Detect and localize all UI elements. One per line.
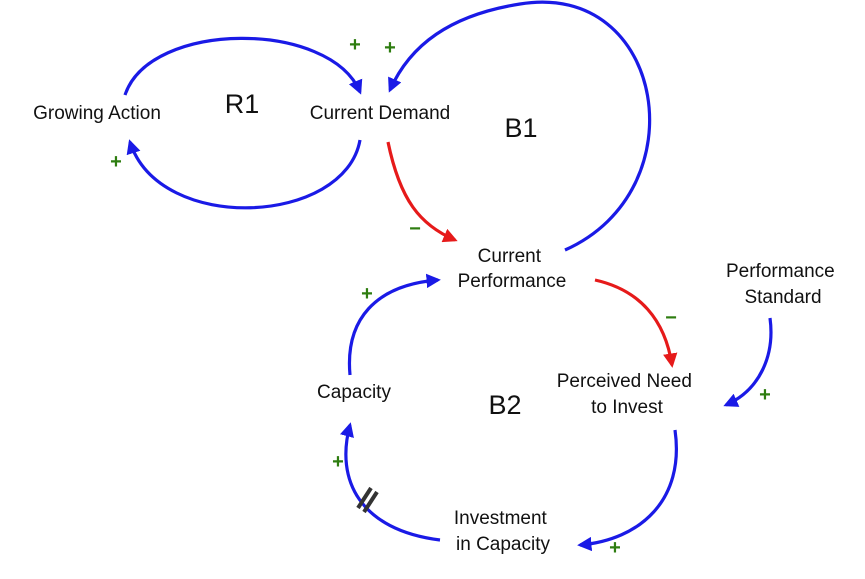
link-current-demand-to-current-performance [386, 141, 458, 243]
loop-label-b1: B1 [504, 113, 537, 143]
link-current-performance-to-perceived-need [594, 278, 678, 368]
polarity-b2-red: − [665, 307, 677, 329]
variable-current-demand: Current Demand [310, 103, 450, 124]
variable-performance-standard: Performance Standard [726, 261, 840, 308]
link-capacity-to-current-performance [347, 273, 441, 376]
polarity-standard-to-need: + [759, 384, 771, 406]
link-growing-action-to-current-demand [123, 36, 363, 96]
variable-current-performance: Current Performance [458, 246, 567, 292]
loop-label-r1: R1 [225, 89, 260, 119]
link-performance-standard-to-perceived-need [723, 317, 773, 407]
polarity-b1-top: + [384, 37, 396, 59]
polarity-need-to-investment: + [609, 537, 621, 559]
loop-label-b2: B2 [488, 390, 521, 420]
polarity-b1-red: − [409, 218, 421, 240]
variable-investment-in-capacity: Investment in Capacity [454, 508, 552, 555]
polarity-capacity-to-performance: + [361, 283, 373, 305]
variable-capacity: Capacity [317, 382, 391, 403]
link-current-performance-to-current-demand [388, 0, 652, 252]
delay-mark-icon [356, 486, 379, 514]
polarity-r1-top: + [349, 34, 361, 56]
link-investment-to-capacity [340, 422, 441, 542]
variable-perceived-need-to-invest: Perceived Need to Invest [557, 371, 697, 418]
link-perceived-need-to-investment [577, 429, 678, 552]
variable-growing-action: Growing Action [33, 103, 161, 124]
polarity-r1-left: + [110, 151, 122, 173]
link-current-demand-to-growing-action [126, 139, 362, 210]
polarity-investment-to-capacity: + [332, 451, 344, 473]
